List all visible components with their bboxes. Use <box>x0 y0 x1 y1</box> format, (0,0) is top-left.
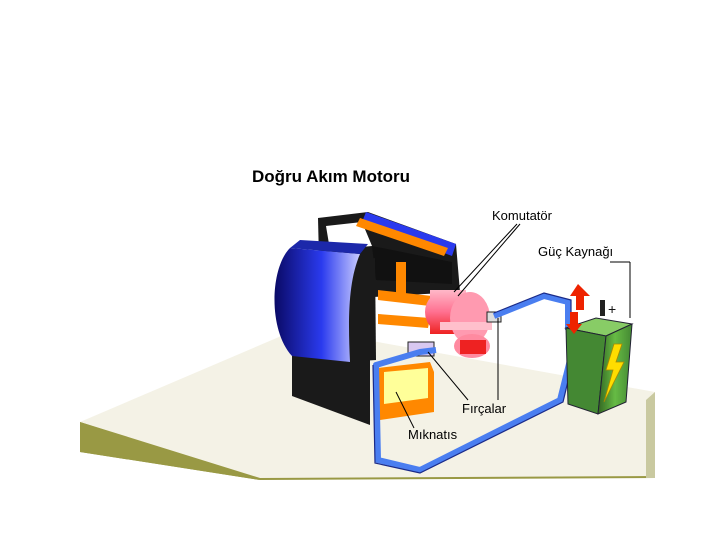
battery-terminals: + <box>600 300 616 317</box>
battery <box>566 318 632 414</box>
terminal-positive: + <box>608 301 616 317</box>
commutator-label: Komutatör <box>492 208 552 223</box>
brushes-label: Fırçalar <box>462 401 506 416</box>
diagram-title: Doğru Akım Motoru <box>252 167 410 187</box>
magnet-label: Mıknatıs <box>408 427 457 442</box>
power-source-label: Güç Kaynağı <box>538 244 613 259</box>
arrow-up-icon <box>570 284 590 310</box>
